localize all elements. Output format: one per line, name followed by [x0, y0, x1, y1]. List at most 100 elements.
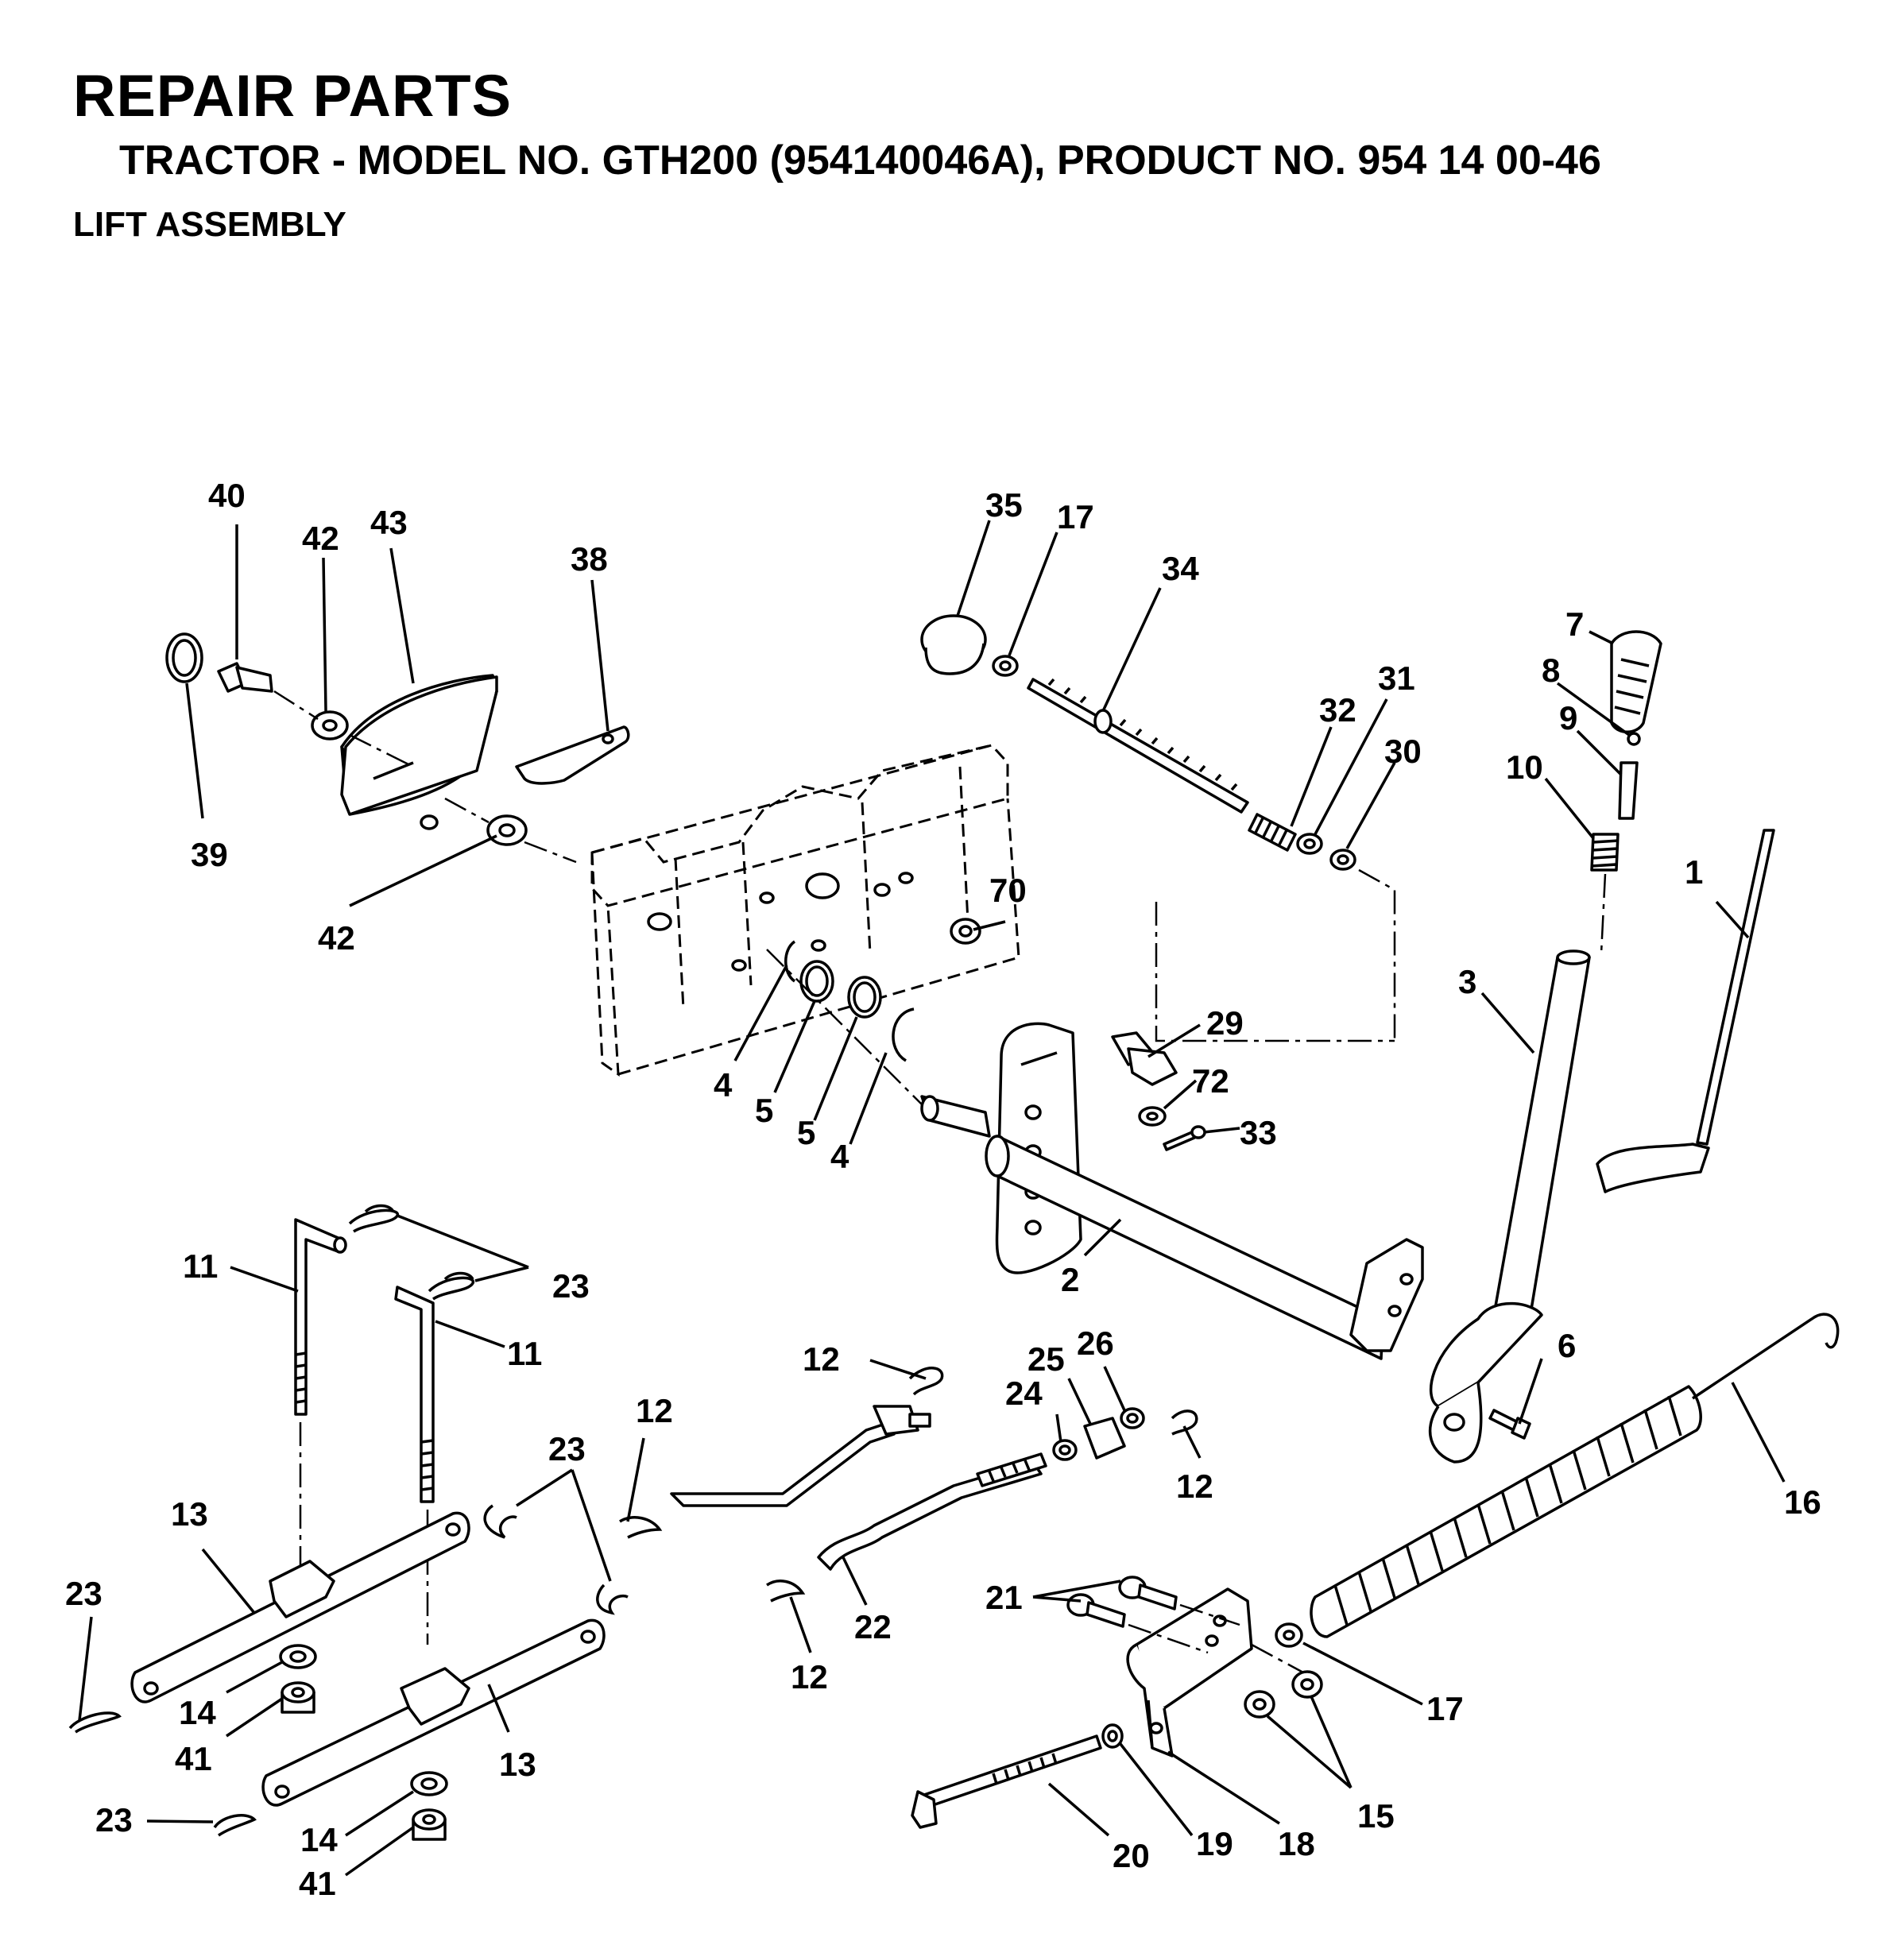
callout-16: 16 — [1784, 1483, 1821, 1521]
callout-14: 14 — [179, 1694, 216, 1731]
trunnion — [1083, 1417, 1126, 1460]
hairpin-clip — [619, 1516, 663, 1539]
callout-72: 72 — [1192, 1062, 1229, 1100]
callout-12: 12 — [803, 1340, 840, 1378]
adjust-knob — [920, 614, 987, 675]
callout-23: 23 — [552, 1267, 590, 1305]
frame-outline — [590, 744, 1020, 1077]
lift-pin-right — [394, 1286, 435, 1503]
callout-5: 5 — [797, 1114, 815, 1151]
callout-18: 18 — [1278, 1825, 1315, 1862]
callout-6: 6 — [1558, 1327, 1576, 1364]
lift-rod — [1596, 829, 1775, 1193]
ball — [1627, 732, 1641, 746]
link-rod-lower — [817, 1452, 1047, 1571]
lift-spring — [1310, 1313, 1840, 1638]
callout-34: 34 — [1162, 550, 1199, 587]
callout-17: 17 — [1426, 1690, 1464, 1727]
lift-link-lower — [261, 1618, 606, 1807]
callout-35: 35 — [985, 486, 1023, 524]
page-title: REPAIR PARTS — [73, 63, 512, 129]
callout-17: 17 — [1057, 498, 1094, 536]
section-title: LIFT ASSEMBLY — [73, 205, 346, 244]
callout-42: 42 — [302, 520, 339, 557]
hairpin-clip — [596, 1583, 629, 1615]
callout-24: 24 — [1005, 1375, 1043, 1412]
leader-lines — [78, 520, 1786, 1877]
e-ring — [784, 940, 796, 983]
callout-1: 1 — [1685, 853, 1703, 891]
lift-link-upper — [130, 1511, 470, 1703]
callout-23: 23 — [65, 1575, 103, 1612]
callout-15: 15 — [1357, 1797, 1395, 1835]
callout-39: 39 — [191, 836, 228, 873]
callout-13: 13 — [499, 1746, 536, 1783]
callout-33: 33 — [1240, 1114, 1277, 1151]
callout-13: 13 — [171, 1495, 208, 1533]
pin — [1618, 761, 1639, 820]
callout-41: 41 — [175, 1740, 212, 1777]
callout-23: 23 — [548, 1430, 586, 1467]
callout-19: 19 — [1196, 1825, 1233, 1862]
hairpin-clip — [213, 1814, 257, 1837]
callout-3: 3 — [1458, 963, 1476, 1000]
e-ring — [892, 1007, 915, 1062]
lift-handle-bracket — [340, 674, 498, 830]
hairpin-clip — [348, 1204, 399, 1233]
lift-handle-tube — [1429, 949, 1591, 1464]
callout-12: 12 — [1176, 1467, 1213, 1505]
callout-12: 12 — [636, 1392, 673, 1429]
callout-10: 10 — [1506, 748, 1543, 786]
callout-40: 40 — [208, 477, 246, 514]
callout-43: 43 — [370, 504, 408, 541]
callout-22: 22 — [854, 1608, 892, 1645]
hairpin-clip — [428, 1271, 474, 1301]
callout-29: 29 — [1206, 1004, 1244, 1042]
callout-21: 21 — [985, 1579, 1023, 1616]
hairpin-clip — [1171, 1409, 1198, 1436]
stop-plate — [515, 725, 630, 785]
link-rod-upper — [670, 1405, 931, 1507]
callout-38: 38 — [571, 540, 608, 578]
callout-14: 14 — [300, 1821, 338, 1858]
callout-41: 41 — [299, 1865, 336, 1902]
callout-23: 23 — [95, 1801, 133, 1839]
callout-labels: 40 42 43 38 39 42 35 17 34 32 31 30 7 8 … — [65, 477, 1821, 1902]
callout-4: 4 — [830, 1138, 849, 1175]
callout-8: 8 — [1542, 652, 1560, 689]
hairpin-clip — [766, 1580, 806, 1603]
callout-25: 25 — [1027, 1340, 1065, 1378]
lift-pin-left — [294, 1218, 347, 1416]
callout-42: 42 — [318, 919, 355, 957]
hairpin-clip — [68, 1711, 122, 1734]
callout-31: 31 — [1378, 659, 1415, 697]
handle-spring — [1590, 833, 1620, 872]
callout-12: 12 — [791, 1658, 828, 1696]
callout-4: 4 — [714, 1066, 733, 1104]
callout-7: 7 — [1565, 605, 1584, 643]
callout-11: 11 — [507, 1335, 542, 1372]
page-subtitle: TRACTOR - MODEL NO. GTH200 (954140046A),… — [119, 137, 1601, 184]
spring-bracket — [1126, 1587, 1253, 1757]
hairpin-clip — [908, 1367, 944, 1396]
callout-20: 20 — [1113, 1837, 1150, 1874]
hairpin-clip — [483, 1504, 517, 1539]
lift-shaft — [920, 1022, 1424, 1360]
adjust-rod — [1027, 678, 1249, 814]
callout-70: 70 — [989, 872, 1027, 909]
bolt — [1118, 1576, 1178, 1611]
callout-30: 30 — [1384, 733, 1422, 770]
cotter-pin — [1163, 1125, 1206, 1151]
bolt — [1488, 1409, 1531, 1440]
callout-5: 5 — [755, 1092, 773, 1129]
bolt — [217, 662, 273, 693]
handle-grip — [1610, 630, 1662, 733]
trunnion — [1111, 1031, 1178, 1086]
callout-11: 11 — [183, 1247, 218, 1285]
callout-26: 26 — [1077, 1324, 1114, 1362]
long-bolt — [911, 1734, 1102, 1829]
callout-2: 2 — [1061, 1261, 1079, 1298]
callout-32: 32 — [1319, 691, 1356, 729]
callout-9: 9 — [1559, 699, 1577, 737]
